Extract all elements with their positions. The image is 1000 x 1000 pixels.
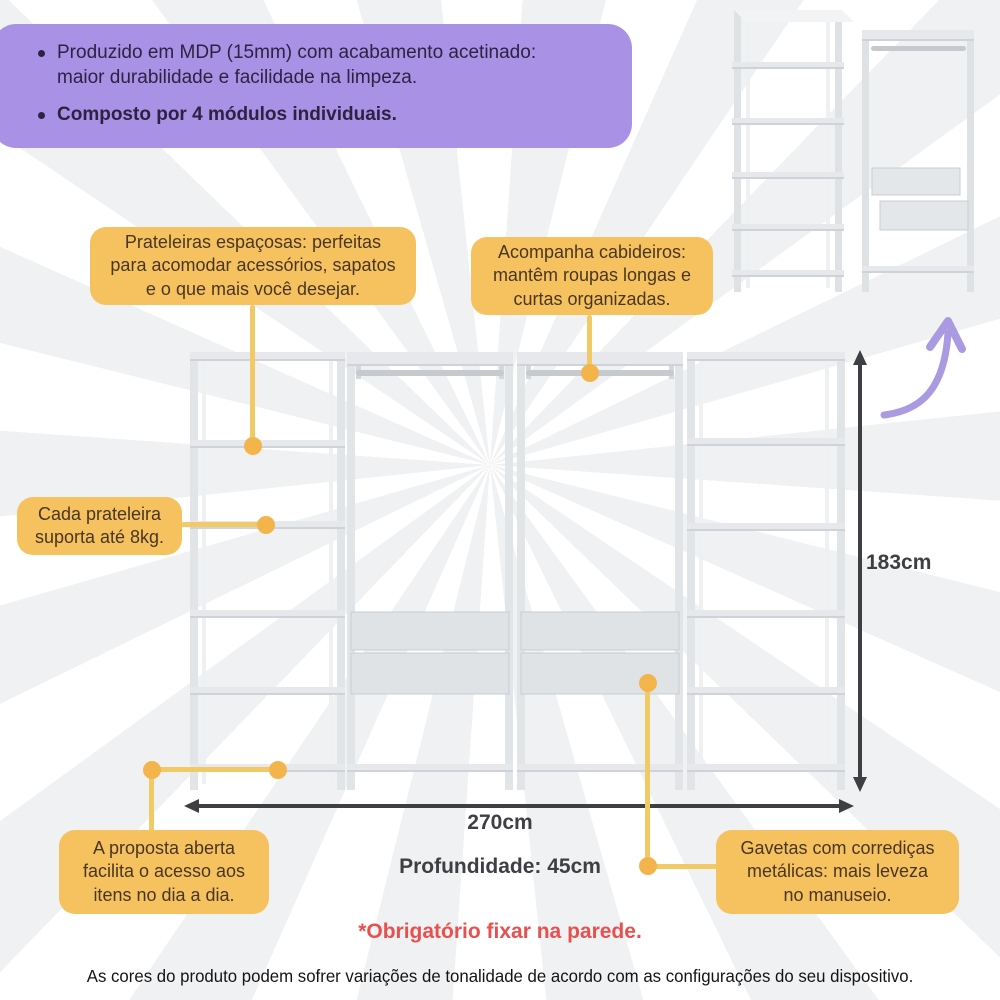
- height-dimension-arrow: [853, 350, 867, 792]
- callout-shelf-capacity-text: Cada prateleira suporta até 8kg.: [34, 503, 165, 547]
- depth-dimension-label: Profundidade: 45cm: [399, 855, 601, 878]
- mini-wardrobe-module: [862, 30, 974, 292]
- callout-hangers: Acompanha cabideiros: mantêm roupas long…: [471, 237, 713, 315]
- callout-hangers-text: Acompanha cabideiros: mantêm roupas long…: [492, 241, 692, 309]
- connector-open-design-horizontal: [149, 767, 280, 772]
- connector-dot: [639, 674, 657, 692]
- main-product-illustration: [184, 350, 867, 813]
- connector-hangers: [587, 315, 592, 375]
- info-bullet-modules-text: Composto por 4 módulos individuais.: [57, 104, 397, 126]
- connector-shelves: [250, 305, 255, 447]
- module-detail-illustration: [732, 10, 974, 292]
- callout-shelf-capacity: Cada prateleira suporta até 8kg.: [17, 497, 182, 555]
- mini-shelf-tower: [732, 10, 854, 292]
- color-disclaimer: As cores do produto podem sofrer variaçõ…: [86, 966, 914, 986]
- module-wardrobe-left: [347, 352, 513, 790]
- connector-dot: [143, 761, 161, 779]
- product-info-box: Produzido em MDP (15mm) com acabamento a…: [0, 24, 632, 148]
- module-wardrobe-right: [517, 352, 683, 790]
- curved-arrow-icon: [880, 317, 966, 419]
- width-dimension-label: 270cm: [467, 811, 533, 834]
- module-shelf-left: [190, 352, 345, 790]
- callout-shelves-text: Prateleiras espaçosas: perfeitas para ac…: [110, 231, 396, 299]
- callout-open-design: A proposta aberta facilita o acesso aos …: [59, 830, 269, 914]
- height-dimension-label: 183cm: [866, 551, 932, 574]
- callout-drawers-text: Gavetas com corrediças metálicas: mais l…: [740, 837, 935, 905]
- callout-open-design-text: A proposta aberta facilita o acesso aos …: [82, 837, 246, 905]
- connector-shelf-capacity: [181, 522, 267, 527]
- callout-drawers: Gavetas com corrediças metálicas: mais l…: [716, 830, 959, 914]
- connector-open-design-vertical: [149, 770, 154, 832]
- connector-drawers-horizontal: [645, 864, 718, 869]
- info-bullet-modules: Composto por 4 módulos individuais.: [38, 103, 606, 128]
- connector-drawers-vertical: [645, 683, 650, 869]
- connector-dot: [269, 761, 287, 779]
- bullet-dot-icon: [38, 112, 45, 120]
- info-bullet-material: Produzido em MDP (15mm) com acabamento a…: [38, 41, 606, 90]
- callout-shelves: Prateleiras espaçosas: perfeitas para ac…: [90, 227, 416, 305]
- width-dimension-arrow: [184, 799, 854, 813]
- connector-dot: [257, 516, 275, 534]
- connector-dot: [244, 437, 262, 455]
- info-bullet-material-text: Produzido em MDP (15mm) com acabamento a…: [57, 42, 537, 88]
- connector-dot: [581, 364, 599, 382]
- module-shelf-right: [687, 352, 845, 790]
- wall-fixing-warning: *Obrigatório fixar na parede.: [358, 920, 642, 943]
- bullet-dot-icon: [38, 50, 45, 57]
- connector-dot: [639, 857, 657, 875]
